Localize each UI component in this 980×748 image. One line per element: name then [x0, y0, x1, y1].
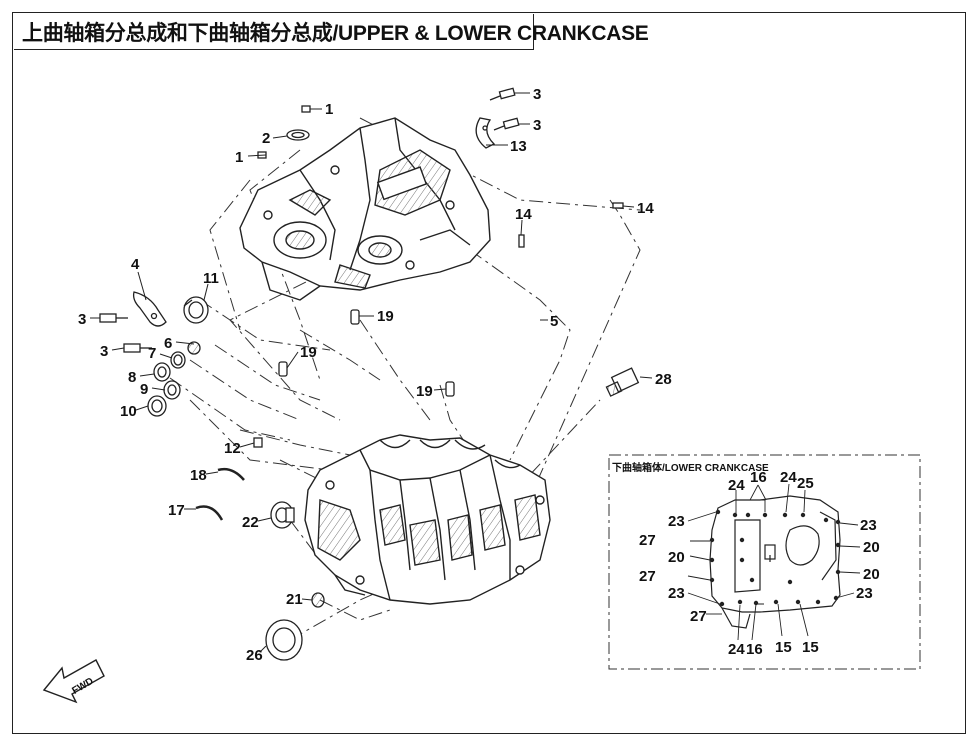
inset-callout-20: 20 — [863, 566, 880, 583]
inset-title: 下曲轴箱体/LOWER CRANKCASE — [612, 461, 769, 474]
inset-callout-23: 23 — [668, 585, 685, 602]
bolt-3a — [489, 87, 516, 101]
bolt-3c — [99, 313, 128, 323]
callout-3: 3 — [533, 86, 541, 103]
leader-lines — [90, 92, 653, 653]
callout-19: 19 — [300, 344, 317, 361]
inset-callout-15: 15 — [802, 639, 819, 656]
callout-3: 3 — [78, 311, 86, 328]
callout-11: 11 — [203, 270, 219, 287]
inset-callout-16: 16 — [746, 641, 763, 658]
callout-3: 3 — [533, 117, 541, 134]
parts — [99, 87, 640, 661]
inset-callout-23: 23 — [860, 517, 877, 534]
clip-17 — [195, 505, 224, 521]
clip-18 — [217, 467, 245, 481]
callout-3: 3 — [100, 343, 108, 360]
inset-callout-27: 27 — [639, 568, 656, 585]
ring-7 — [170, 351, 186, 369]
callout-12: 12 — [224, 440, 241, 457]
seal-10 — [147, 395, 167, 417]
callout-14: 14 — [515, 206, 532, 223]
callout-19: 19 — [377, 308, 394, 325]
inset-leader-lines — [687, 483, 861, 641]
inset-callouts: 24 16 24 25 23 23 27 20 20 27 20 23 23 2… — [639, 469, 880, 658]
callout-26: 26 — [246, 647, 263, 664]
callout-28: 28 — [655, 371, 672, 388]
callout-19: 19 — [416, 383, 433, 400]
plug-21 — [311, 592, 325, 608]
inset-callout-16: 16 — [750, 469, 767, 486]
inset-callout-20: 20 — [668, 549, 685, 566]
bearing-11 — [183, 296, 209, 324]
inset-callout-25: 25 — [797, 475, 814, 492]
inset-callout-27: 27 — [690, 608, 707, 625]
page-title: 上曲轴箱分总成和下曲轴箱分总成/UPPER & LOWER CRANKCASE — [14, 14, 649, 50]
upper-crankcase — [239, 117, 491, 301]
inset-callout-23: 23 — [668, 513, 685, 530]
forward-arrow: FWD — [42, 659, 105, 704]
lower-crankcase — [304, 434, 551, 605]
inset-callout-23: 23 — [856, 585, 873, 602]
callout-22: 22 — [242, 514, 259, 531]
washer-8 — [153, 362, 171, 382]
bushing-9 — [163, 380, 181, 400]
pin-12 — [253, 437, 263, 448]
callout-13: 13 — [510, 138, 527, 155]
callout-2: 2 — [262, 130, 270, 147]
inset-callout-24: 24 — [728, 477, 745, 494]
callout-5: 5 — [550, 313, 558, 330]
callout-14: 14 — [637, 200, 654, 217]
o-ring-2 — [286, 129, 310, 141]
callout-6: 6 — [164, 335, 172, 352]
bolt-3b — [493, 117, 520, 131]
dowel-19a — [278, 361, 288, 377]
callout-1: 1 — [235, 149, 243, 166]
inset-panel: 下曲轴箱体/LOWER CRANKCASE — [608, 454, 921, 670]
callout-17: 17 — [168, 502, 185, 519]
callout-9: 9 — [140, 381, 148, 398]
callout-7: 7 — [148, 345, 156, 362]
inset-lower-crankcase-bottom — [709, 495, 841, 629]
inset-callout-15: 15 — [775, 639, 792, 656]
fwd-arrow-icon — [42, 659, 105, 704]
drawing-frame — [12, 12, 966, 734]
bracket-13 — [475, 117, 496, 149]
sensor-28 — [605, 367, 640, 397]
dowel-19b — [350, 309, 360, 325]
callout-18: 18 — [190, 467, 207, 484]
dowel-pin-1a — [301, 105, 311, 113]
inset-bolt-holes — [709, 509, 841, 607]
pin-14a — [518, 234, 525, 248]
callout-10: 10 — [120, 403, 137, 420]
pin-14b — [612, 202, 624, 209]
inset-callout-24: 24 — [780, 469, 797, 486]
bearing-6 — [187, 341, 201, 355]
seal-26 — [265, 619, 303, 661]
callout-4: 4 — [131, 256, 140, 273]
callout-1: 1 — [325, 101, 333, 118]
inset-callout-27: 27 — [639, 532, 656, 549]
bracket-4 — [132, 291, 167, 327]
dowel-19c — [445, 381, 455, 397]
callout-21: 21 — [286, 591, 303, 608]
inset-callout-24: 24 — [728, 641, 745, 658]
callouts: 1 1 2 3 3 13 14 14 4 11 5 3 3 6 7 8 9 10… — [78, 86, 672, 664]
inset-callout-20: 20 — [863, 539, 880, 556]
callout-8: 8 — [128, 369, 136, 386]
plug-22 — [270, 501, 295, 529]
